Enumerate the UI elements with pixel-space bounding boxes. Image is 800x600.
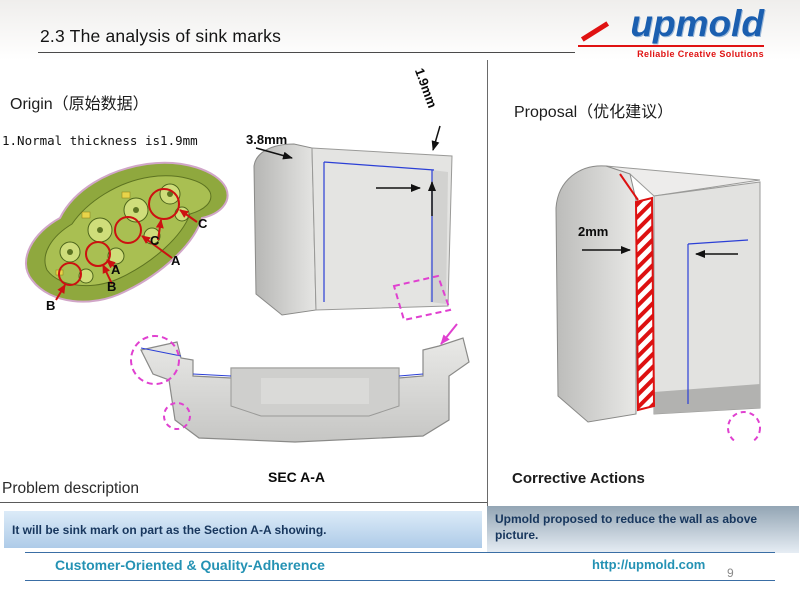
wall-reduction-region <box>634 196 656 412</box>
title-underline <box>38 52 575 53</box>
footer-url-link[interactable]: http://upmold.com <box>592 557 706 572</box>
dim-2mm: 2mm <box>578 224 609 239</box>
detail-callout-circle <box>727 411 761 441</box>
section-caption: SEC A-A <box>268 469 326 485</box>
problem-heading: Problem description <box>2 480 139 497</box>
part-label-b2: B <box>46 298 55 313</box>
origin-note: 1.Normal thickness is1.9mm <box>2 133 198 148</box>
part-label-a2: A <box>111 262 121 277</box>
footer-rule-top <box>25 552 775 553</box>
problem-text: It will be sink mark on part as the Sect… <box>12 522 327 537</box>
tray-recess-floor <box>261 378 369 404</box>
problem-underline <box>0 502 487 503</box>
corrective-actions-heading: Corrective Actions <box>512 470 645 487</box>
footer-rule-bottom <box>25 580 775 581</box>
section-full-view <box>130 323 470 443</box>
section-edge-lines-2 <box>140 347 424 377</box>
part-label-c1: C <box>198 216 208 231</box>
logo-text: upmold <box>630 3 764 44</box>
right-wall-proposal <box>653 181 761 415</box>
corrective-text: Upmold proposed to reduce the wall as ab… <box>495 512 758 543</box>
upmold-logo: upmold Reliable Creative Solutions <box>578 5 764 59</box>
sink-callouts <box>130 323 458 430</box>
thick-wall-proposal <box>555 165 637 423</box>
corrective-actions-bar: Upmold proposed to reduce the wall as ab… <box>487 506 799 553</box>
dim-1-9mm: 1.9mm <box>411 66 441 110</box>
top-band <box>0 0 800 60</box>
part-label-c2: C <box>150 233 160 248</box>
thick-wall <box>253 143 317 316</box>
proposal-heading: Proposal（优化建议） <box>514 104 674 121</box>
reduction-top-line <box>619 173 639 201</box>
problem-description-bar: It will be sink mark on part as the Sect… <box>4 511 482 548</box>
part-boss-holes <box>67 191 173 255</box>
dim-3-8mm: 3.8mm <box>246 132 288 147</box>
vertical-divider <box>487 60 488 506</box>
section-corner-view <box>253 125 453 322</box>
part-top-view: C C A A B B <box>25 161 229 313</box>
part-label-a1: A <box>171 253 181 268</box>
origin-heading: Origin（原始数据） <box>10 96 149 113</box>
section-edge-lines-3 <box>687 239 749 404</box>
footer-slogan: Customer-Oriented & Quality-Adherence <box>55 557 325 573</box>
right-wall-shadow <box>654 384 760 414</box>
thin-wall <box>430 170 448 304</box>
label-arrows <box>55 209 198 301</box>
part-label-b1: B <box>107 279 116 294</box>
dimension-arrows <box>255 125 441 216</box>
logo-red-rule <box>578 45 764 47</box>
sink-mark-highlight-circles <box>58 188 180 286</box>
logo-tagline: Reliable Creative Solutions <box>637 49 764 59</box>
proposal-section-view <box>555 165 761 441</box>
slide-title: 2.3 The analysis of sink marks <box>40 26 282 46</box>
page-number: 9 <box>727 566 734 580</box>
detail-callout-box <box>392 274 452 322</box>
dimension-arrows-proposal <box>582 246 738 258</box>
